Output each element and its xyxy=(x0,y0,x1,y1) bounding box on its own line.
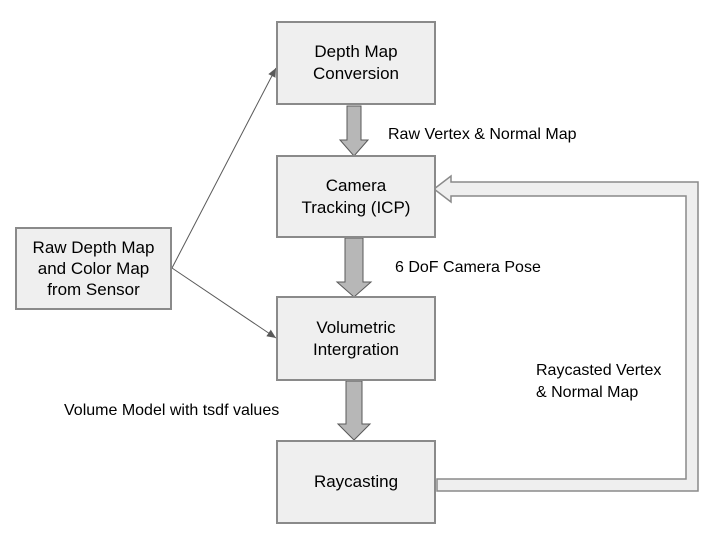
depth-map-conversion-box: Depth Map Conversion xyxy=(276,21,436,105)
raw-input-label: Raw Depth Map and Color Map from Sensor xyxy=(32,238,155,299)
volumetric-integration-label: Volumetric Intergration xyxy=(313,317,399,359)
edge-label-camera-pose: 6 DoF Camera Pose xyxy=(395,259,541,276)
arrow-input-to-volumetric-integration xyxy=(171,267,277,339)
camera-tracking-box: Camera Tracking (ICP) xyxy=(276,155,436,238)
volumetric-integration-box: Volumetric Intergration xyxy=(276,296,436,381)
raycasting-box: Raycasting xyxy=(276,440,436,524)
feedback-loop-arrow xyxy=(432,174,699,492)
arrow-input-to-depth-conversion xyxy=(171,67,277,269)
depth-map-conversion-label: Depth Map Conversion xyxy=(313,42,399,83)
edge-label-raycasted-map: Raycasted Vertex & Normal Map xyxy=(536,362,662,401)
block-arrow-integration-to-raycasting xyxy=(336,380,372,441)
block-arrow-tracking-to-integration xyxy=(335,237,373,298)
block-arrow-conversion-to-tracking xyxy=(338,105,370,157)
raycasting-label: Raycasting xyxy=(313,472,399,491)
camera-tracking-label: Camera Tracking (ICP) xyxy=(301,175,411,217)
edge-label-volume-model: Volume Model with tsdf values xyxy=(64,402,280,419)
edge-label-vertex-normal-map: Raw Vertex & Normal Map xyxy=(388,126,577,143)
raw-input-box: Raw Depth Map and Color Map from Sensor xyxy=(15,227,172,310)
